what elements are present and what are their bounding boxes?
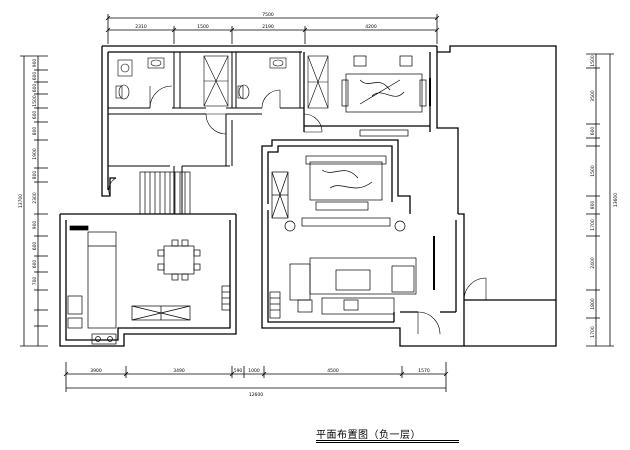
dim-left-segment: 2300 xyxy=(32,192,38,204)
dim-top-segment: 4200 xyxy=(365,24,377,30)
dim-right-segment: 3500 xyxy=(590,90,596,102)
dim-bottom-segment: 4500 xyxy=(327,368,339,374)
dim-top-overall: 7500 xyxy=(262,12,274,18)
dining-set xyxy=(157,239,201,281)
dim-bottom-segment: 3900 xyxy=(90,368,102,374)
caption-underline xyxy=(316,440,459,441)
dim-right-overall: 13600 xyxy=(613,193,619,207)
dim-right-segment: 2400 xyxy=(590,257,596,269)
dim-bottom-segment: 3490 xyxy=(173,368,185,374)
dim-top-segment: 2310 xyxy=(135,24,147,30)
dim-left-segment: 600 xyxy=(32,242,38,251)
dim-left-segment: 800 xyxy=(32,127,38,136)
dim-bottom-segment: 1570 xyxy=(418,368,430,374)
dim-bottom-overall: 12600 xyxy=(249,392,263,398)
dim-left-segment: 700 xyxy=(32,277,38,286)
master-bed xyxy=(341,55,431,137)
second-bed xyxy=(271,155,406,232)
dim-left-segment: 600 xyxy=(32,72,38,81)
dim-left-overall: 13700 xyxy=(18,194,24,208)
kitchen-counters xyxy=(67,225,231,345)
dim-left-segment: 800 xyxy=(32,171,38,180)
door-swings xyxy=(108,85,487,335)
bathroom-fixtures xyxy=(115,55,329,109)
dim-top-segment: 2190 xyxy=(262,24,274,30)
dim-left-segment: 1900 xyxy=(32,148,38,160)
dim-right-segment: 1800 xyxy=(590,298,596,310)
dimension-labels: 7500 2310 1500 2190 4200 12600 3900 3490 590 1000… xyxy=(18,12,619,398)
dim-left-segment: 900 xyxy=(32,221,38,230)
dim-right-segment: 1700 xyxy=(590,219,596,231)
caption-underline-thin xyxy=(316,442,459,443)
dim-bottom-segment: 590 xyxy=(234,368,243,374)
left-dimension-chain xyxy=(20,55,48,347)
right-dimension-chain xyxy=(586,53,614,347)
drawing-caption: 平面布置图（负一层） xyxy=(316,430,421,441)
stairs xyxy=(139,171,191,215)
dim-bottom-segment: 1000 xyxy=(248,368,260,374)
exterior-walls xyxy=(59,45,557,347)
dim-right-segment: 600 xyxy=(590,127,596,136)
bottom-dimension-chain xyxy=(63,362,449,392)
dim-right-segment: 1500 xyxy=(590,55,596,67)
dim-left-segment: 900 xyxy=(32,59,38,68)
living-room-furniture xyxy=(269,236,435,319)
dim-right-segment: 800 xyxy=(590,201,596,210)
dim-right-segment: 1500 xyxy=(590,165,596,177)
top-dimension-chain xyxy=(105,14,440,44)
dim-left-segment: 600 xyxy=(32,111,38,120)
dim-left-segment: 600 xyxy=(32,260,38,269)
dim-right-segment: 1700 xyxy=(590,326,596,338)
dim-left-segment: 1500 xyxy=(32,95,38,107)
dim-top-segment: 1500 xyxy=(197,24,209,30)
dim-left-segment: 600 xyxy=(32,84,38,93)
interior-partitions xyxy=(108,52,304,214)
